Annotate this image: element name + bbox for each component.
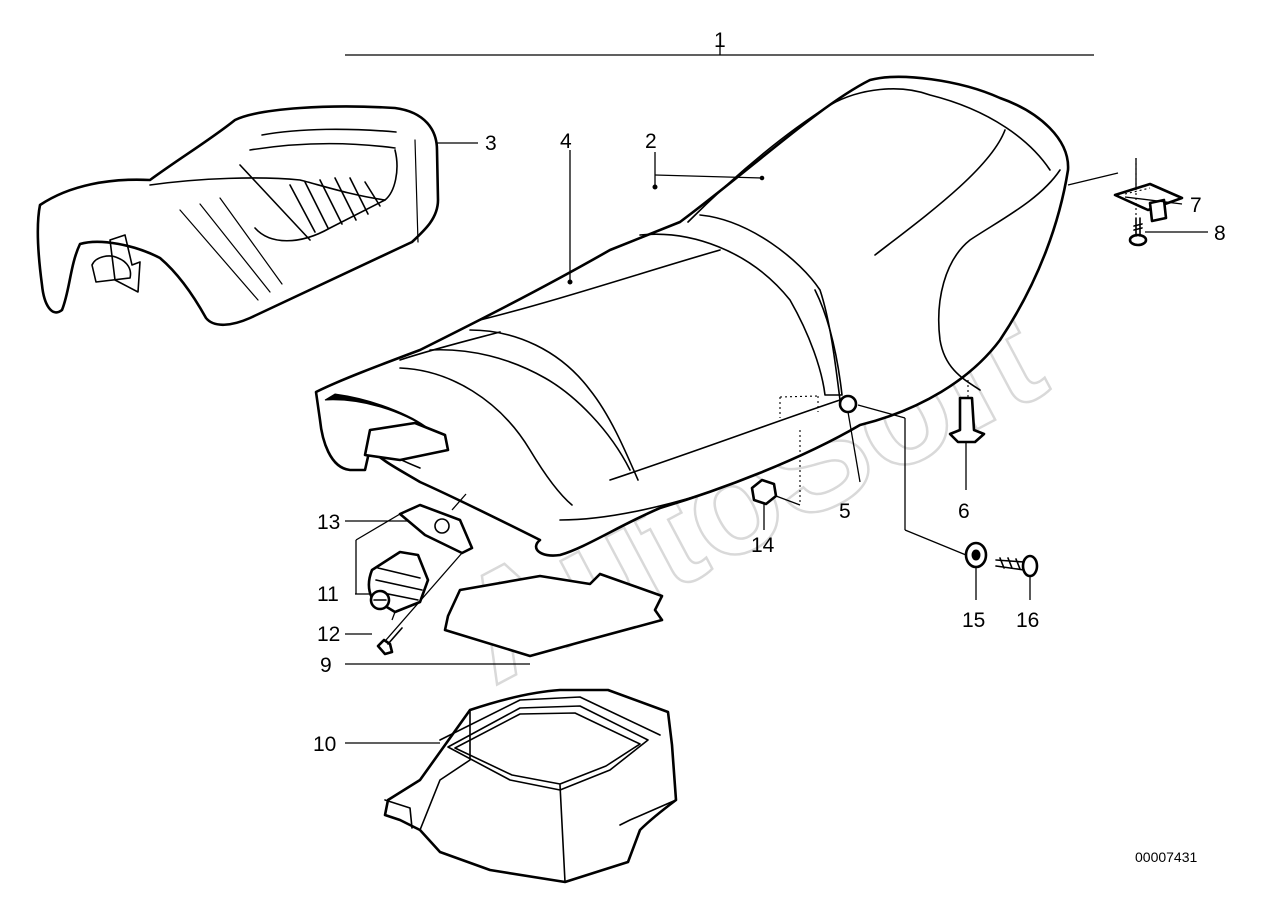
callout-9: 9 xyxy=(320,654,332,677)
part-5-bolt[interactable] xyxy=(838,394,858,414)
part-7-plate-bracket[interactable] xyxy=(1113,182,1184,223)
part-seat-pad xyxy=(363,421,450,462)
callout-3: 3 xyxy=(485,132,497,155)
part-11-lock[interactable] xyxy=(367,550,430,614)
part-8-screw[interactable] xyxy=(1128,217,1148,247)
part-15-washer[interactable] xyxy=(964,541,988,569)
callout-4: 4 xyxy=(560,130,572,153)
part-9-insert-plate[interactable] xyxy=(443,572,664,658)
callout-8: 8 xyxy=(1214,222,1226,245)
callout-13: 13 xyxy=(317,511,340,534)
callout-1: 1 xyxy=(714,29,726,52)
part-12-screw[interactable] xyxy=(376,627,403,656)
callout-12: 12 xyxy=(317,623,340,646)
part-6-plug[interactable] xyxy=(948,396,986,444)
callout-2: 2 xyxy=(645,130,657,153)
reference-code: 00007431 xyxy=(1135,849,1198,865)
callout-11: 11 xyxy=(317,583,339,606)
part-10-storage-tray[interactable] xyxy=(383,688,678,884)
callout-5: 5 xyxy=(839,500,851,523)
callout-7: 7 xyxy=(1190,194,1202,217)
part-14-nut[interactable] xyxy=(750,478,778,506)
callout-16: 16 xyxy=(1016,609,1039,632)
callout-6: 6 xyxy=(958,500,970,523)
callout-15: 15 xyxy=(962,609,985,632)
part-3-seat-cover[interactable] xyxy=(36,105,440,327)
leader-lines xyxy=(345,142,1208,744)
part-13-hole xyxy=(434,518,450,534)
callout-10: 10 xyxy=(313,733,336,756)
part-16-screw[interactable] xyxy=(995,554,1039,578)
part-4-main-seat[interactable] xyxy=(314,75,1070,557)
callout-14: 14 xyxy=(751,534,775,557)
